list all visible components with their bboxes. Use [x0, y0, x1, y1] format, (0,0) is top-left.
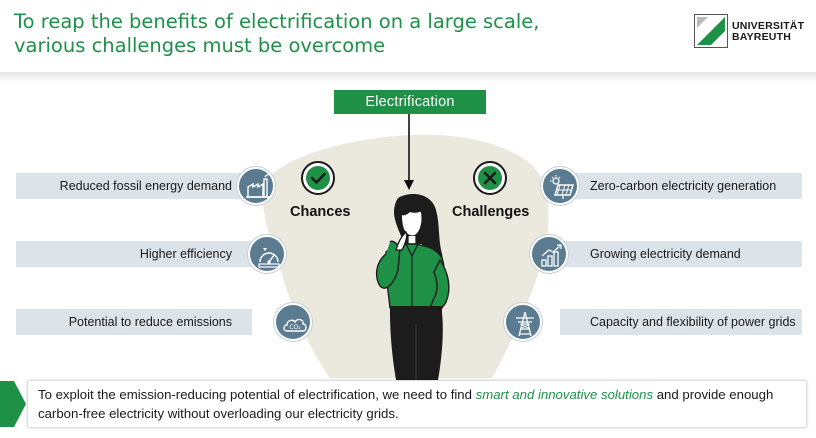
summary-part-1: To exploit the emission-reducing potenti…: [38, 387, 476, 402]
title-line-2: various challenges must be overcome: [14, 34, 386, 57]
challenges-heading: Challenges: [452, 204, 530, 220]
summary-part-2: and provide enough carbon-free electrici…: [38, 387, 774, 421]
challenge-item-grids: Capacity and flexibility of power grids: [560, 309, 802, 335]
chance-item-fossil: Reduced fossil energy demand: [16, 173, 252, 199]
chance-label: Higher efficiency: [139, 247, 232, 261]
challenge-item-demand: Growing electricity demand: [560, 241, 802, 267]
chance-label: Reduced fossil energy demand: [59, 179, 232, 193]
power-pylon-icon: [504, 303, 542, 341]
university-logo-icon: [694, 14, 728, 48]
chance-label: Potential to reduce emissions: [68, 315, 232, 329]
university-logo: UNIVERSITÄT BAYREUTH: [694, 14, 806, 48]
chance-item-efficiency: Higher efficiency: [16, 241, 252, 267]
chevron-right-icon: [0, 381, 26, 427]
efficiency-gauge-icon: [248, 235, 286, 273]
svg-text:CO₂: CO₂: [289, 324, 301, 331]
title-line-1: To reap the benefits of electrification …: [14, 10, 540, 33]
check-icon: [301, 161, 335, 195]
challenge-item-generation: Zero-carbon electricity generation: [560, 173, 802, 199]
summary-highlight: smart and innovative solutions: [475, 387, 654, 402]
person-illustration: [375, 194, 450, 380]
summary-text: To exploit the emission-reducing potenti…: [28, 381, 806, 427]
challenge-label: Capacity and flexibility of power grids: [590, 315, 796, 329]
cross-icon: [473, 161, 507, 195]
header-divider: [0, 72, 816, 82]
down-arrow-icon: [404, 114, 414, 190]
summary-section: To exploit the emission-reducing potenti…: [0, 381, 816, 427]
page-title: To reap the benefits of electrification …: [14, 10, 634, 58]
electrification-label: Electrification: [334, 90, 486, 114]
logo-line-1: UNIVERSITÄT: [732, 20, 805, 32]
challenge-label: Zero-carbon electricity generation: [590, 179, 777, 193]
logo-line-2: BAYREUTH: [732, 31, 791, 43]
growth-chart-icon: [530, 235, 568, 273]
chances-heading: Chances: [290, 204, 351, 220]
chance-item-emissions: Potential to reduce emissions: [16, 309, 252, 335]
factory-icon: [237, 167, 275, 205]
challenge-label: Growing electricity demand: [590, 247, 741, 261]
co2-cloud-icon: CO₂: [274, 303, 312, 341]
solar-panel-icon: [541, 167, 579, 205]
